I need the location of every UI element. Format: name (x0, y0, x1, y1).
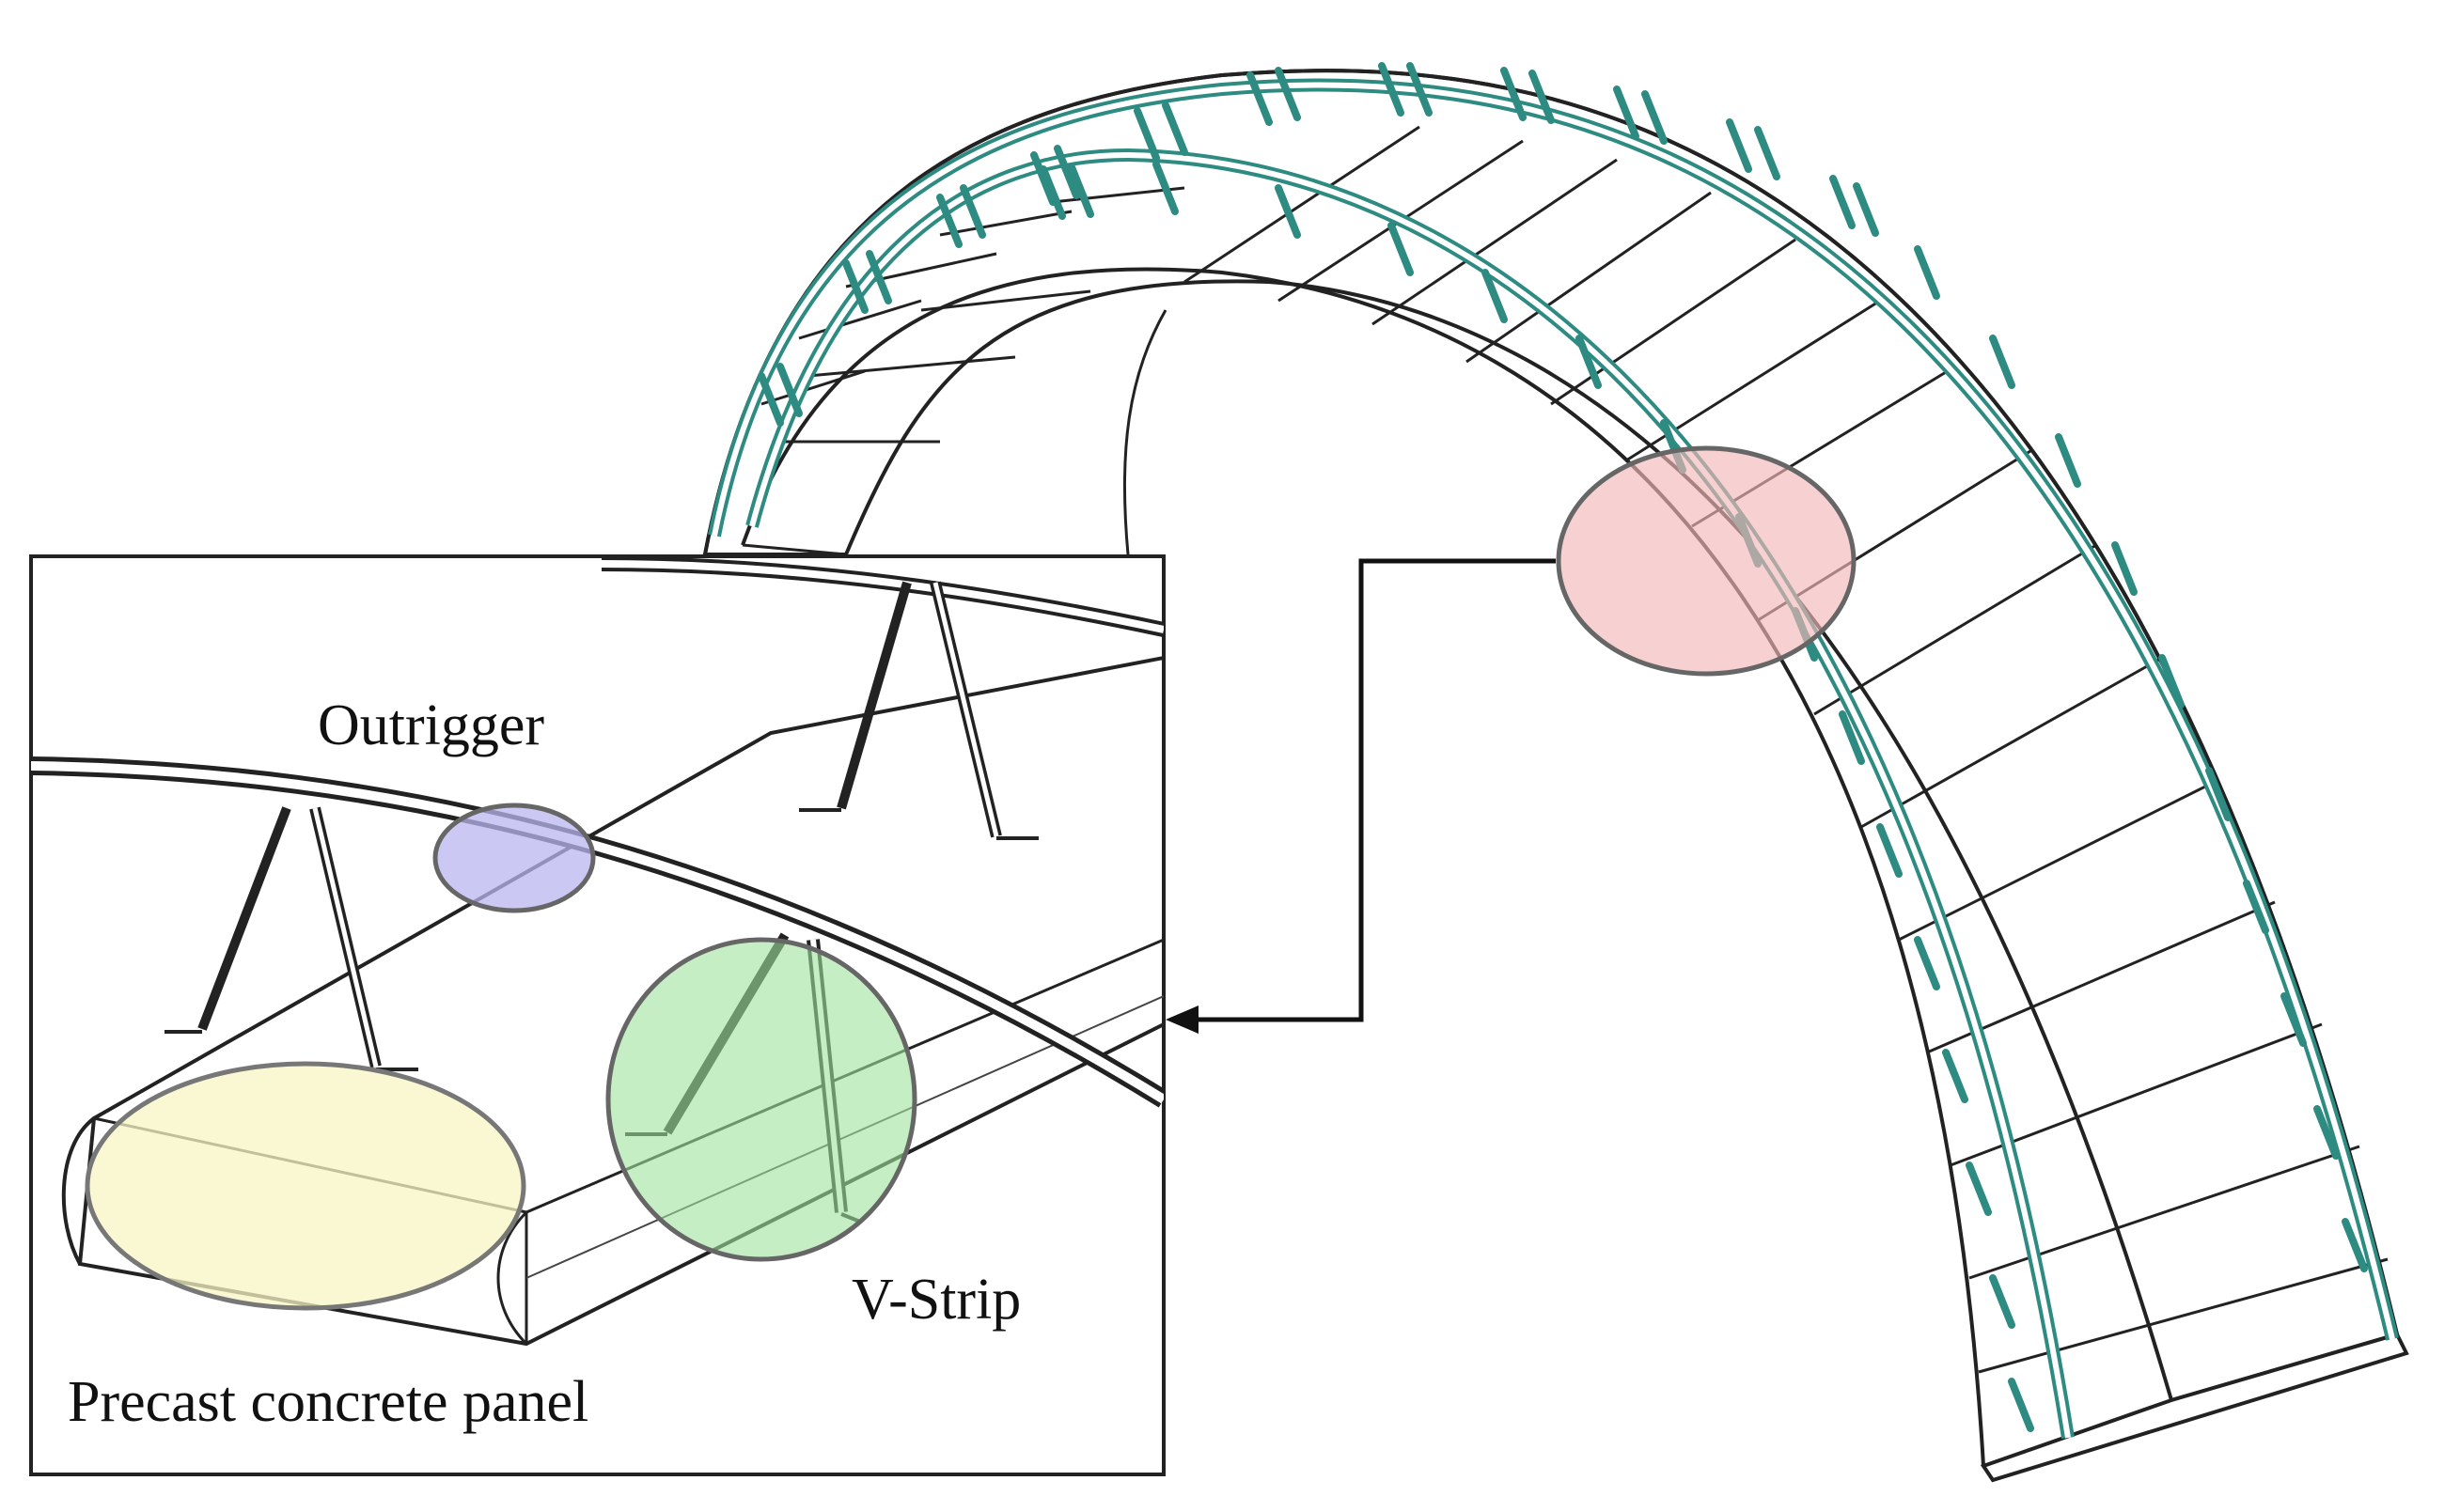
label-v-strip: V-Strip (852, 1268, 1021, 1332)
arch-inner-wall (1122, 309, 1167, 555)
arch-leg-front (1980, 1332, 2409, 1483)
label-precast-panel: Precast concrete panel (68, 1370, 588, 1434)
highlight-v-strip (605, 937, 917, 1262)
highlight-outrigger (432, 803, 596, 913)
detail-arrow (1166, 558, 1556, 1034)
arch-front-edge (741, 267, 1985, 1467)
detail-inset: Outrigger V-Strip Precast concrete panel (29, 554, 1166, 1476)
highlight-panel (85, 1061, 526, 1311)
highlight-red-detail (1556, 445, 1857, 677)
arch-structure (702, 62, 2409, 1483)
label-outrigger: Outrigger (318, 694, 544, 757)
left-segment-faces (742, 289, 1091, 556)
